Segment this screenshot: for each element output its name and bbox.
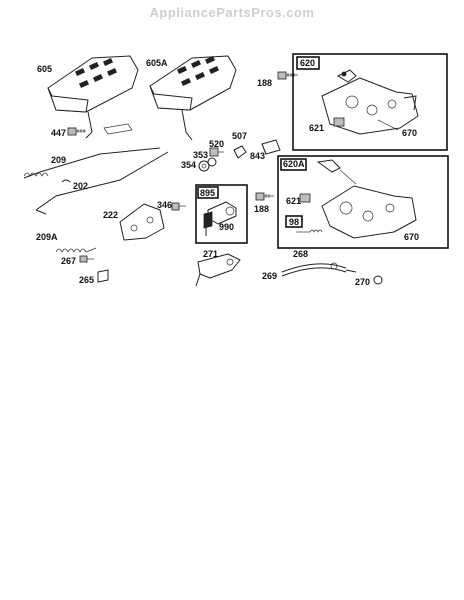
label-271: 271 [203,249,218,259]
label-267: 267 [61,256,76,266]
label-270: 270 [355,277,370,287]
label-265: 265 [79,275,94,285]
label-209a: 209A [36,232,58,242]
part-188-screw [277,71,298,80]
part-520-nut [209,147,224,157]
label-222: 222 [103,210,118,220]
label-620a: 620A [283,159,305,169]
part-188-screw-b [255,192,274,201]
label-346: 346 [157,200,172,210]
part-98-spring [296,229,323,233]
label-670-top: 670 [402,128,417,138]
label-621-bottom: 621 [286,196,301,206]
label-354: 354 [181,160,196,170]
part-202-link-rod [35,151,169,215]
watermark: AppliancePartsPros.com [149,5,315,20]
part-209a-spring [55,247,97,253]
label-268: 268 [293,249,308,259]
part-265-clip [97,269,109,283]
part-447-screw [67,127,86,136]
part-843-block [261,139,281,155]
part-507-clip [233,145,247,159]
label-990: 990 [219,222,234,232]
part-354-nut [198,160,210,172]
label-98: 98 [289,217,299,227]
part-620-control-bracket [321,69,419,135]
label-188-mid: 188 [254,204,269,214]
label-353: 353 [193,150,208,160]
part-209-control-rod [23,123,161,179]
part-605-control-cover [47,55,139,139]
label-895: 895 [200,188,215,198]
label-605: 605 [37,64,52,74]
label-269: 269 [262,271,277,281]
box-620a [277,155,449,249]
part-346-screw [171,202,186,211]
label-620: 620 [300,58,315,68]
part-222-bracket [119,203,165,241]
label-520: 520 [209,139,224,149]
box-895 [195,184,248,244]
label-447: 447 [51,128,66,138]
part-268-cable [281,262,357,277]
part-620a-control-bracket [299,159,417,239]
label-670-bottom: 670 [404,232,419,242]
part-270-nut [373,275,383,285]
box-620 [292,53,448,151]
label-188-top: 188 [257,78,272,88]
part-353-washer [207,157,217,167]
label-605a: 605A [146,58,168,68]
part-990-key-switch [203,201,237,236]
part-605a-control-cover [149,55,237,141]
part-271-lever [195,253,241,287]
label-843: 843 [250,151,265,161]
label-209: 209 [51,155,66,165]
label-202: 202 [73,181,88,191]
label-621-top: 621 [309,123,324,133]
part-267-screw [79,255,94,263]
label-507: 507 [232,131,247,141]
